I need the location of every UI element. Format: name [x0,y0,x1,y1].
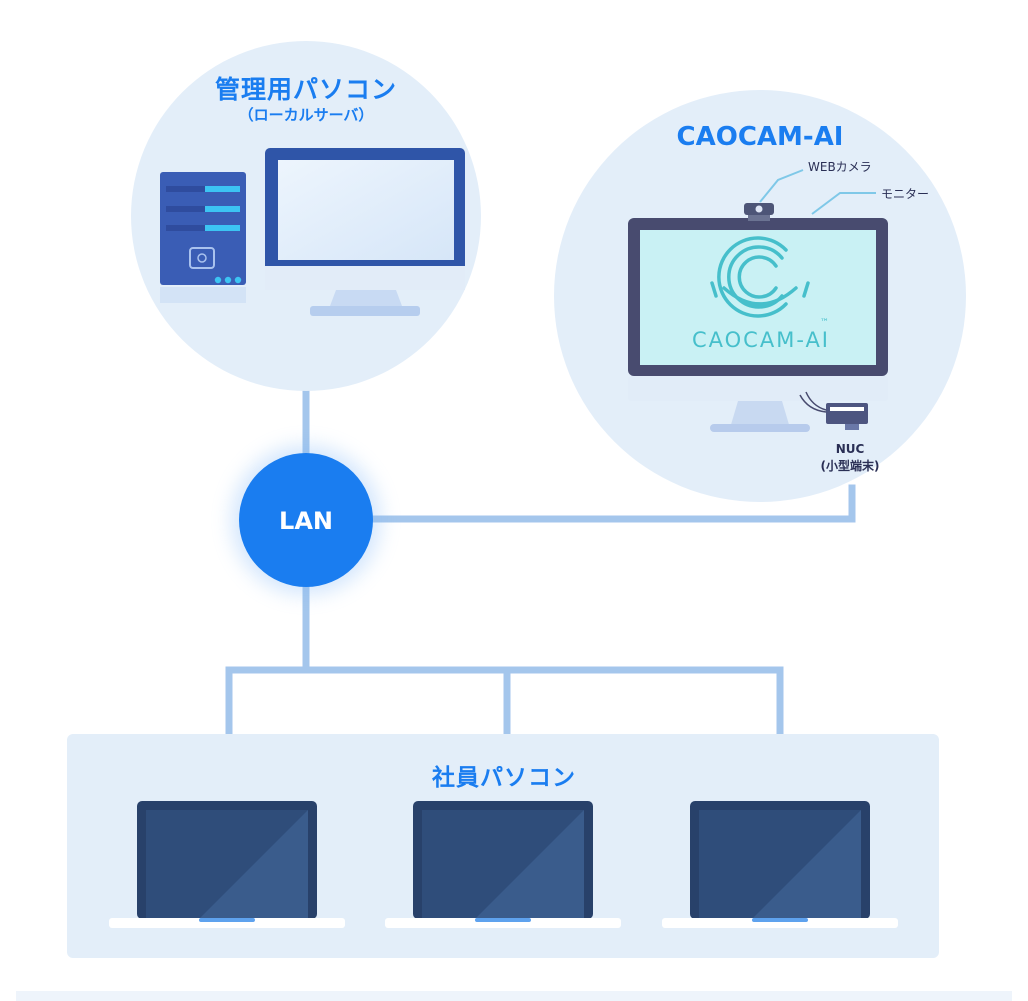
monitor-label: モニター [881,187,930,201]
server-icon [160,172,246,303]
webcam-callout-line [759,169,804,203]
connection-lines [225,386,856,739]
lan-node [232,446,380,594]
nuc-label-block: NUC (小型端末) [821,441,880,475]
employee-pc-title: 社員パソコン [432,765,576,791]
monitor-callout-line [811,192,876,215]
webcam-label: WEBカメラ [808,160,872,174]
caocam-logo-icon [710,236,810,318]
caocam-group [554,90,966,502]
laptop-group [109,801,898,928]
admin-pc-title: 管理用パソコン [214,75,398,104]
screen-logo-text: CAOCAM-AI [691,328,831,352]
lan-label: LAN [279,507,333,535]
admin-pc-group [131,41,481,391]
laptop-icon [109,801,345,928]
nuc-sublabel: (小型端末) [820,459,880,473]
laptop-icon [662,801,898,928]
trademark-mark: ™ [820,318,829,328]
nuc-label: NUC [835,442,865,456]
laptop-icon [385,801,621,928]
monitor-icon [265,148,465,316]
caocam-title: CAOCAM-AI [676,122,844,152]
admin-pc-subtitle: （ローカルサーバ） [238,106,374,124]
caocam-monitor-icon [628,218,888,432]
nuc-icon [799,391,868,430]
bottom-strip [16,991,1012,1001]
webcam-icon [744,203,774,221]
